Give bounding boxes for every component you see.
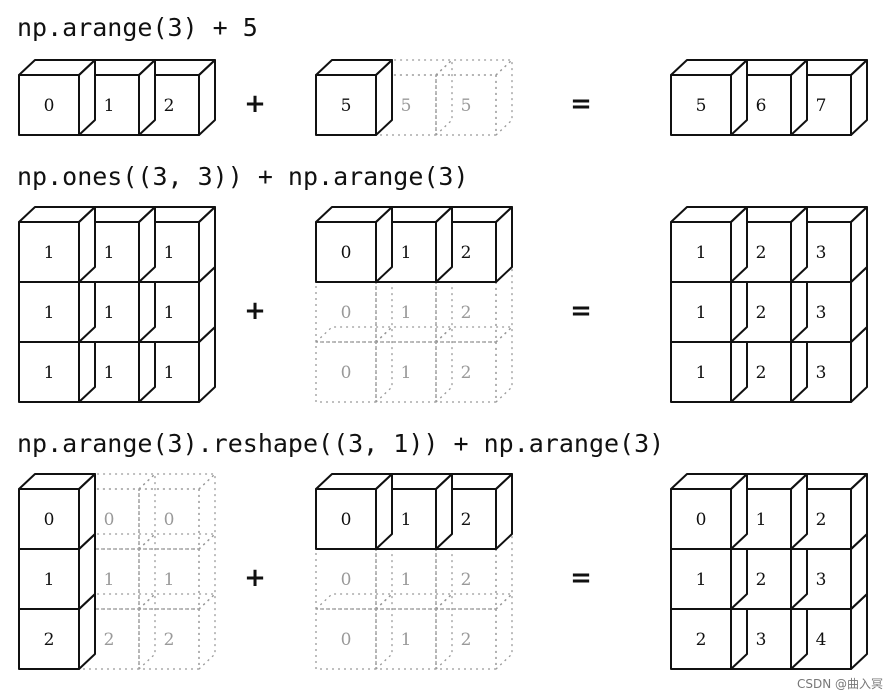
cell-value: 2 [756,243,767,263]
cell-value: 1 [104,303,115,323]
cell-value: 2 [104,630,115,650]
cell-value: 3 [756,630,767,650]
left-array-cell: 0 [18,59,96,136]
cell-value: 4 [816,630,827,650]
cell-value: 1 [401,570,412,590]
equals-operator: = [570,563,592,593]
cell-value: 3 [816,570,827,590]
cell-value: 2 [816,510,827,530]
cell-value: 0 [164,510,175,530]
cell-value: 2 [461,510,472,530]
cell-value: 0 [341,303,352,323]
cell-value: 5 [401,96,412,116]
expression-title: np.arange(3).reshape((3, 1)) + np.arange… [17,429,664,458]
cell-value: 0 [341,510,352,530]
result-array-cell: 0 [670,473,748,550]
cell-value: 1 [401,363,412,383]
cell-value: 1 [104,363,115,383]
middle-array-cell: 5 [315,59,393,136]
cell-value: 2 [756,570,767,590]
cell-value: 2 [461,570,472,590]
cell-value: 1 [401,303,412,323]
middle-array-cell: 0 [315,473,393,550]
cell-value: 3 [816,363,827,383]
cell-value: 1 [401,243,412,263]
cell-value: 6 [756,96,767,116]
cell-value: 1 [696,363,707,383]
cell-value: 1 [696,570,707,590]
middle-array-cell: 2 [435,473,513,550]
cell-value: 1 [401,630,412,650]
cell-value: 1 [164,303,175,323]
plus-operator: + [244,296,266,326]
cell-value: 3 [816,303,827,323]
left-array-cell: 1 [18,206,96,283]
cell-value: 3 [816,243,827,263]
cell-value: 2 [164,96,175,116]
cell-value: 2 [164,630,175,650]
result-array-cell: 2 [790,473,868,550]
result-array-cell: 1 [670,206,748,283]
cell-value: 1 [164,363,175,383]
equals-operator: = [570,89,592,119]
expression-title: np.arange(3) + 5 [17,13,258,42]
cell-value: 0 [341,630,352,650]
plus-operator: + [244,563,266,593]
cell-value: 2 [756,363,767,383]
cell-value: 1 [104,243,115,263]
equals-operator: = [570,296,592,326]
cell-value: 2 [461,243,472,263]
cell-value: 1 [44,363,55,383]
cell-value: 1 [104,570,115,590]
cell-value: 0 [44,96,55,116]
plus-operator: + [244,89,266,119]
cell-value: 0 [341,363,352,383]
cell-value: 1 [401,510,412,530]
cell-value: 2 [461,630,472,650]
middle-array-cell: 0 [315,206,393,283]
cell-value: 1 [756,510,767,530]
cell-value: 0 [341,570,352,590]
cell-value: 0 [44,510,55,530]
cell-value: 0 [104,510,115,530]
cell-value: 1 [44,570,55,590]
cell-value: 5 [341,96,352,116]
cell-value: 1 [104,96,115,116]
cell-value: 2 [44,630,55,650]
left-array-cell: 0 [18,473,96,550]
cell-value: 1 [164,570,175,590]
cell-value: 2 [696,630,707,650]
cell-value: 1 [696,243,707,263]
cell-value: 2 [461,363,472,383]
cell-value: 7 [816,96,827,116]
cell-value: 1 [164,243,175,263]
cell-value: 1 [44,243,55,263]
cell-value: 2 [461,303,472,323]
left-array-ghost-cell: 0 [138,473,216,550]
cell-value: 0 [696,510,707,530]
expression-title: np.ones((3, 3)) + np.arange(3) [17,162,469,191]
cell-value: 0 [341,243,352,263]
middle-array-ghost-cell: 5 [435,59,513,136]
cell-value: 1 [44,303,55,323]
cell-value: 5 [696,96,707,116]
watermark: CSDN @曲入冥 [797,677,883,691]
cell-value: 2 [756,303,767,323]
cell-value: 5 [461,96,472,116]
result-array-cell: 5 [670,59,748,136]
cell-value: 1 [696,303,707,323]
